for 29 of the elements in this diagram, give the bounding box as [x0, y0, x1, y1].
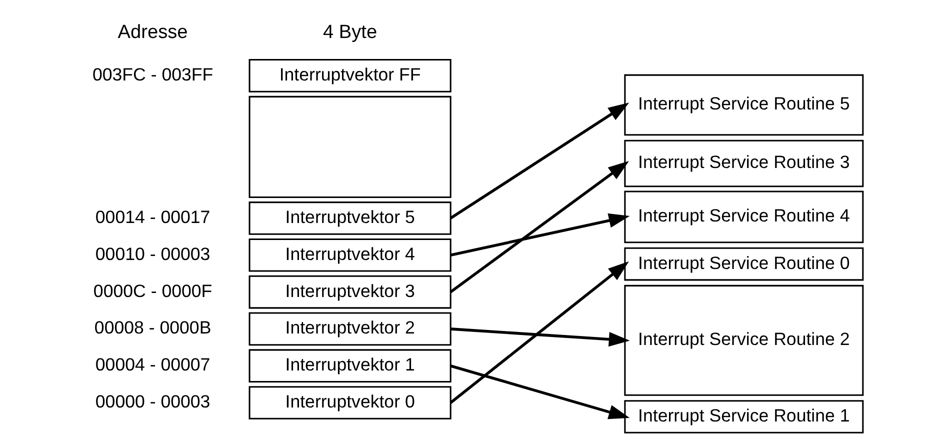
node-label: 00014 - 00017	[94, 206, 210, 227]
node-box: Interrupt Service Routine 2	[624, 284, 864, 396]
arrow	[449, 161, 628, 294]
node-box: Interrupt Service Routine 3	[624, 140, 864, 188]
node-label: 003FC - 003FF	[92, 64, 213, 84]
node-label: 00000 - 00003	[94, 391, 210, 412]
label: 4 Byte	[322, 22, 377, 44]
node-box: Interruptvektor 0	[248, 386, 451, 420]
node-box: Interruptvektor FF	[248, 59, 451, 92]
node-box: Interruptvektor 1	[248, 349, 451, 383]
node-box: Interruptvektor 3	[248, 275, 451, 309]
node-label: 00008 - 0000B	[94, 318, 211, 338]
node-label: 00010 - 00003	[94, 244, 210, 264]
node-box: Interrupt Service Routine 1	[624, 400, 864, 434]
node-label: 00004 - 00007	[94, 354, 210, 375]
node-box: Interruptvektor 5	[248, 202, 451, 235]
node-box: Interruptvektor 2	[248, 312, 451, 346]
arrow	[449, 102, 629, 220]
arrow	[450, 213, 630, 256]
arrow	[450, 364, 630, 420]
node-box: Interrupt Service Routine 5	[624, 74, 864, 136]
node-box: Interrupt Service Routine 4	[624, 190, 864, 244]
arrow	[449, 261, 628, 404]
node-label: 0000C - 0000F	[92, 280, 212, 301]
node-box: Interruptvektor 4	[248, 238, 451, 272]
label: Adresse	[117, 22, 188, 44]
arrow	[450, 328, 630, 347]
node-box: Interrupt Service Routine 0	[624, 247, 864, 281]
node-box	[248, 96, 451, 198]
